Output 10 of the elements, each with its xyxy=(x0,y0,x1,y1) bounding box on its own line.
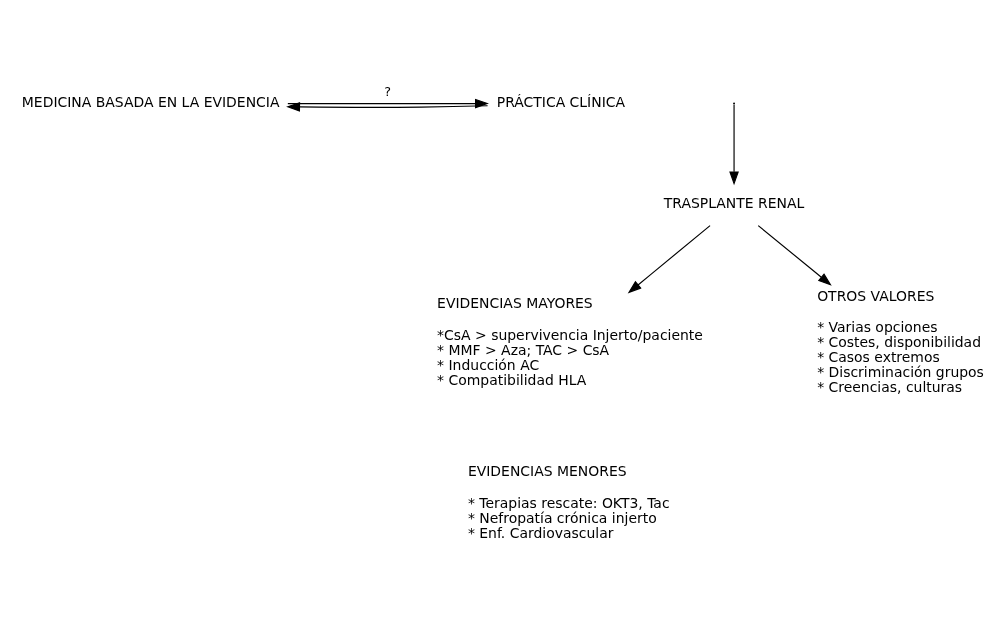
arrow xyxy=(627,225,711,294)
node-text: OTROS VALORES * Varias opciones * Costes, disponibilidad * Casos extremos * Discriminación grupos * Creencias, culturas xyxy=(817,287,984,396)
node-text: PRÁCTICA CLÍNICA xyxy=(496,94,626,111)
edge-label: ? xyxy=(384,84,392,100)
node-text: TRASPLANTE RENAL xyxy=(663,195,805,212)
node-text: EVIDENCIAS MAYORES *CsA > supervivencia Injerto/paciente * MMF > Aza; TAC > CsA * Inducción AC * Compatibilidad HLA xyxy=(437,295,703,388)
node-text: EVIDENCIAS MENORES * Terapias rescate: OKT3, Tac * Nefropatía crónica injerto * Enf. Cardiovascular xyxy=(467,463,670,541)
node-text: MEDICINA BASADA EN LA EVIDENCIA xyxy=(21,94,280,111)
arrow xyxy=(757,225,832,286)
arrow xyxy=(729,104,739,186)
